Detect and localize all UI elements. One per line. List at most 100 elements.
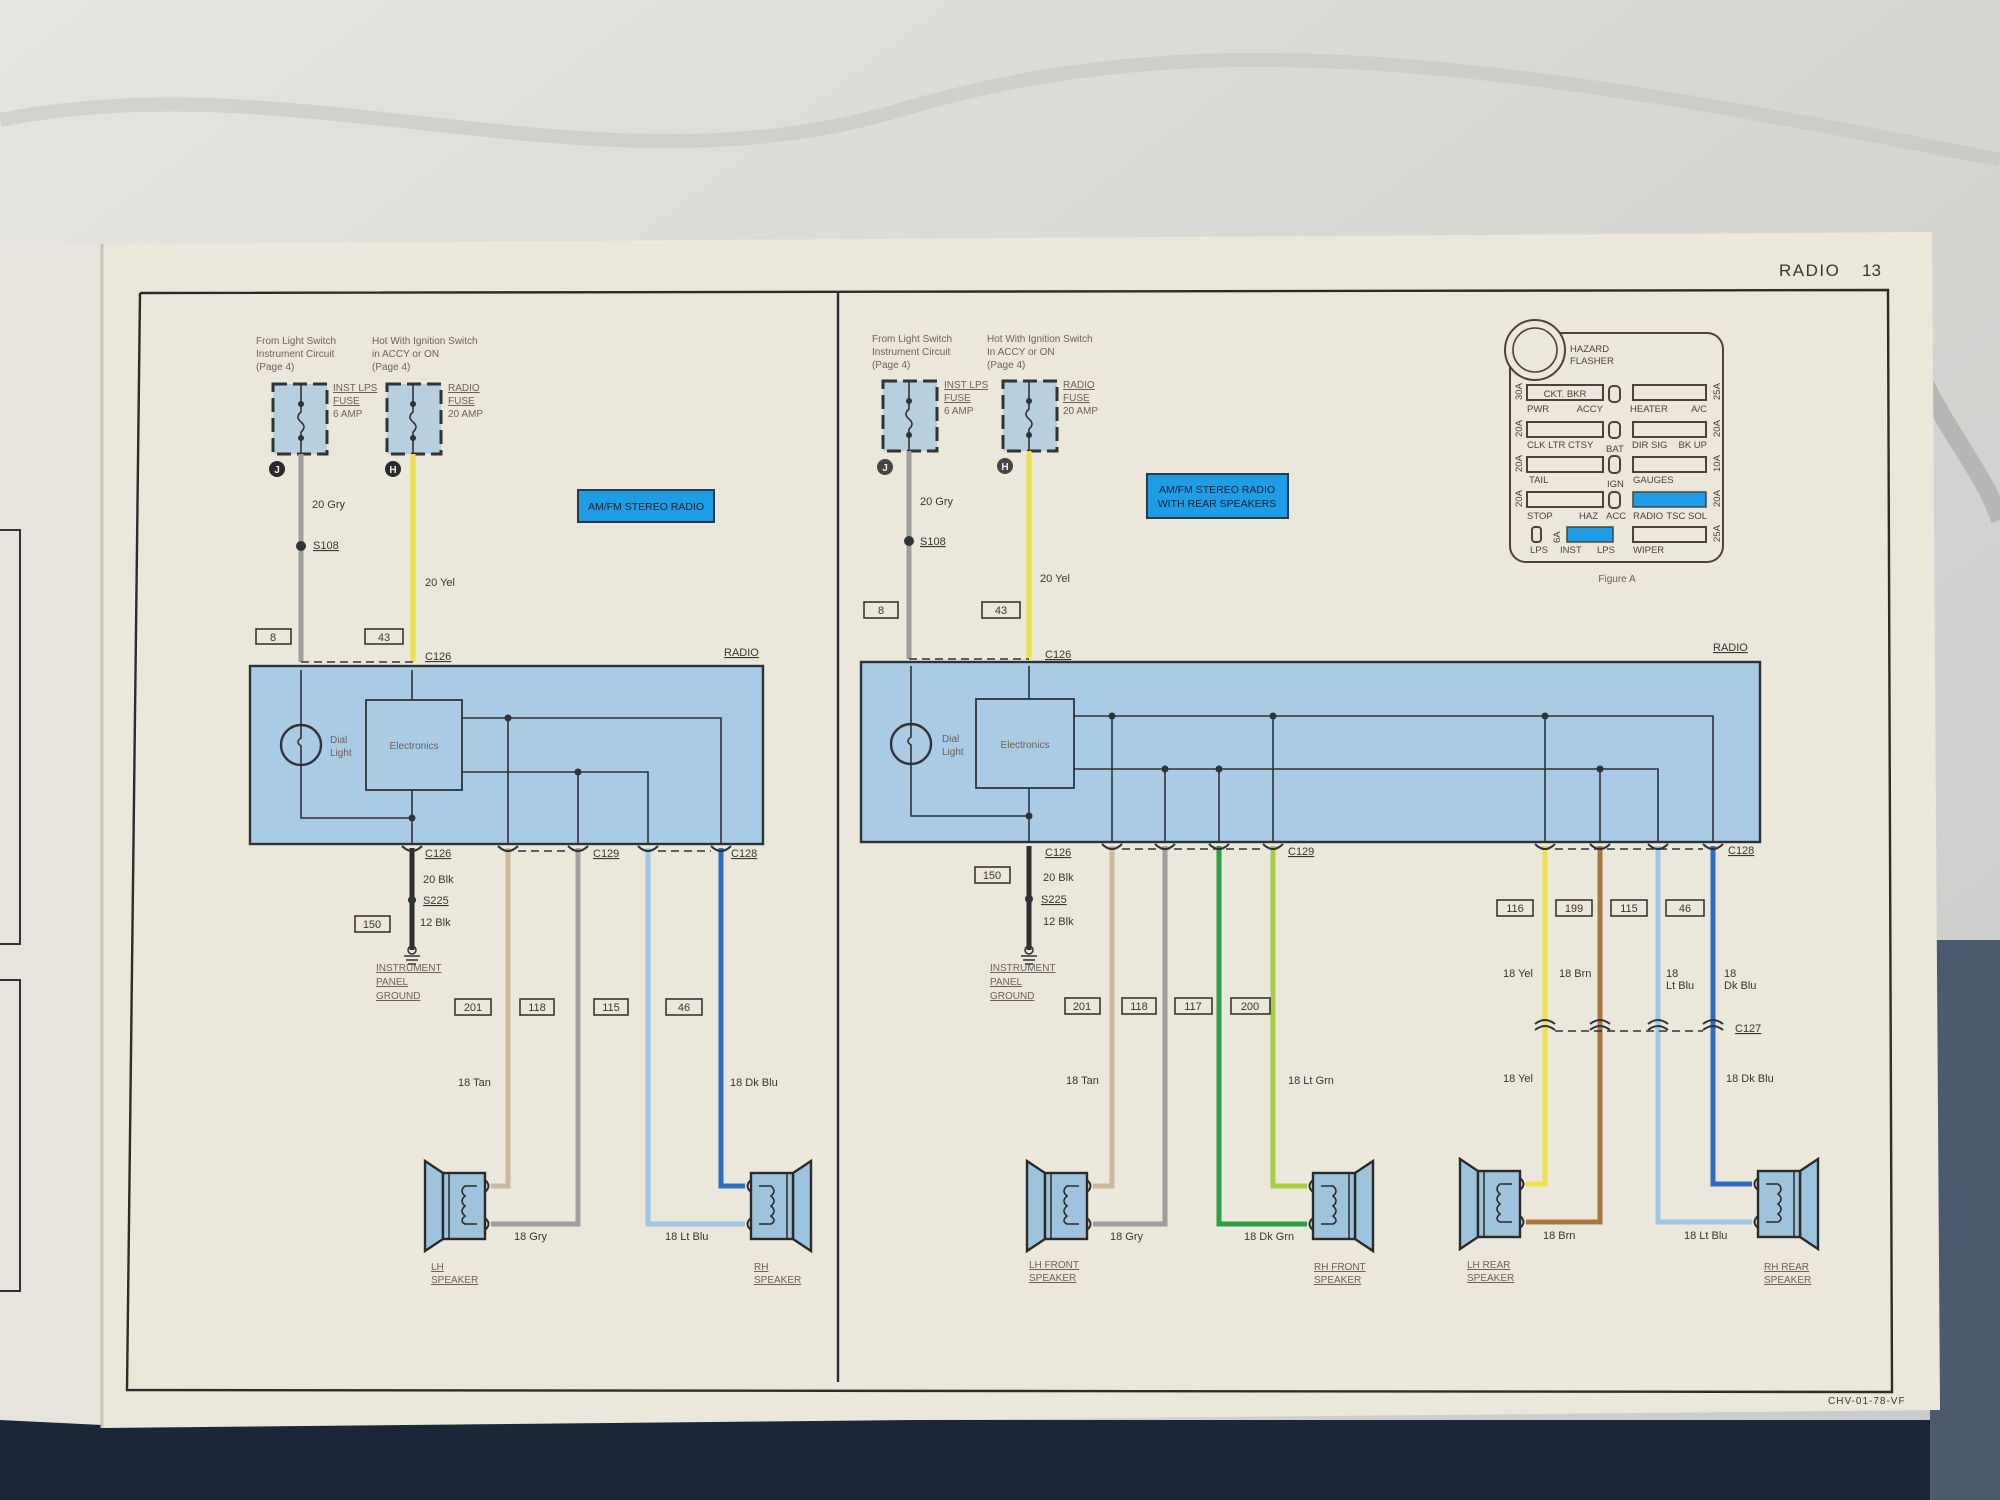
diagram-label: 201	[464, 1002, 482, 1014]
diagram-label: 18 Yel	[1503, 968, 1533, 980]
diagram-label: TAIL	[1529, 475, 1548, 486]
diagram-label: INST LPS	[944, 380, 989, 391]
component-label: RADIO	[724, 647, 759, 659]
diagram-label: CKT. BKR	[1544, 389, 1587, 400]
fuse-rating: 6 AMP	[333, 409, 363, 420]
diagram-label: 46	[678, 1002, 690, 1014]
wire-18-brn	[1526, 846, 1603, 1225]
diagram-label: 18 Yel	[1503, 1073, 1533, 1085]
diagram-label: Instrument Circuit	[872, 347, 951, 358]
diagram-label: GAUGES	[1633, 475, 1674, 486]
diagram-label: INSTRUMENT	[376, 963, 442, 974]
diagram-label: 18 Dk Blu	[1726, 1073, 1774, 1085]
diagram-label: INST	[1560, 545, 1582, 556]
fuse-panel-figure: HAZARD FLASHER CKT. BKR 30A 25A PWR ACCY…	[1504, 319, 1724, 585]
rh-speaker-icon	[746, 1159, 813, 1253]
splice-s108	[296, 541, 306, 551]
radio-fuse-slot-highlighted	[1632, 491, 1707, 508]
diagram-label: 150	[983, 870, 1001, 882]
wire-18-tan	[1093, 846, 1115, 1189]
diagram-label: 18 Tan	[458, 1077, 491, 1089]
wire-label: 20 Yel	[425, 577, 455, 589]
diagram-label: WITH REAR SPEAKERS	[1158, 498, 1276, 510]
diagram-label: 20 Blk	[423, 874, 454, 886]
diagram-label: 46	[1679, 903, 1691, 915]
ground-icon	[404, 955, 420, 965]
rh-front-speaker-icon	[1308, 1159, 1375, 1253]
diagram-label: PANEL	[990, 977, 1022, 988]
diagram-label: SPEAKER	[1314, 1275, 1361, 1286]
source-note-inst: Instrument Circuit	[256, 349, 335, 360]
electronics-block	[975, 698, 1075, 789]
diagram-label: BAT	[1606, 444, 1624, 455]
section-title: RADIO	[1779, 261, 1840, 280]
diagram-label: 18 Dk Blu	[730, 1077, 778, 1089]
lh-speaker-icon	[423, 1159, 490, 1253]
lh-front-speaker-icon	[1025, 1159, 1092, 1253]
source-note-radio: in ACCY or ON	[372, 349, 439, 360]
ground-icon	[1021, 955, 1037, 965]
diagram-label: S225	[1041, 894, 1067, 906]
wire-18-yel	[1526, 846, 1548, 1187]
diagram-label: C126	[1045, 649, 1071, 661]
diagram-label: J	[882, 463, 888, 474]
fuse-rating: 20 AMP	[448, 409, 483, 420]
diagram-label: 18 Brn	[1559, 968, 1591, 980]
diagram-label: Light	[942, 747, 964, 758]
diagram-label: RH	[754, 1262, 768, 1273]
diagram-label: WIPER	[1633, 545, 1664, 556]
diagram-label: J	[274, 465, 280, 476]
diagram-label: C126	[1045, 847, 1071, 859]
diagram-label: CLK LTR CTSY	[1527, 440, 1594, 451]
wire-label: 20 Gry	[312, 499, 346, 511]
diagram-label: 6 AMP	[944, 406, 974, 417]
diagram-label: C127	[1735, 1023, 1761, 1035]
diagram-label: ACC	[1606, 511, 1626, 522]
diagram-label: HAZARD	[1570, 344, 1609, 355]
diagram-label: SPEAKER	[1467, 1273, 1514, 1284]
wire-18-dk-grn	[1216, 846, 1307, 1227]
circuit-number: 8	[270, 632, 276, 644]
figure-caption: Figure A	[1598, 574, 1636, 585]
diagram-label: 18 Tan	[1066, 1075, 1099, 1087]
diagram-label: (Page 4)	[872, 360, 910, 371]
diagram-label: SPEAKER	[1029, 1273, 1076, 1284]
fuse-label: RADIO	[448, 383, 480, 394]
fuse-label: FUSE	[333, 396, 360, 407]
circuit-number: 43	[378, 632, 390, 644]
diagram-label: 20A	[1712, 419, 1723, 437]
fuse-label: FUSE	[448, 396, 475, 407]
diagram-title-box	[1146, 473, 1289, 519]
diagram-label: LPS	[1530, 545, 1548, 556]
diagram-label: FUSE	[944, 393, 971, 404]
diagram-label: 20 Blk	[1043, 872, 1074, 884]
diagram-label: 18 Gry	[1110, 1231, 1144, 1243]
diagram-label: FUSE	[1063, 393, 1090, 404]
diagram-label: A/C	[1691, 404, 1707, 415]
source-note-inst: From Light Switch	[256, 336, 336, 347]
diagram-label: 118	[1130, 1001, 1148, 1013]
diagram-label: 25A	[1712, 524, 1723, 542]
wire-18-dk-blu	[718, 848, 745, 1189]
diagram-label: INSTRUMENT	[990, 963, 1056, 974]
fuse-icon	[409, 384, 417, 454]
outer-frame	[125, 288, 1894, 1394]
diagram-label: LH	[431, 1262, 444, 1273]
diagram-label: 18	[1666, 968, 1678, 980]
diagram-label: ACCY	[1577, 404, 1604, 415]
diagram-label: Dial	[942, 734, 959, 745]
source-note-inst: (Page 4)	[256, 362, 294, 373]
diagram-label: Hot With Ignition Switch	[987, 334, 1093, 345]
right-diagram: From Light Switch Instrument Circuit (Pa…	[859, 334, 1820, 1286]
wire-18-gry	[491, 848, 581, 1227]
diagram-label: H	[389, 465, 396, 476]
diagram-label: H	[1001, 462, 1008, 473]
terminal-j-marker	[269, 461, 285, 477]
diagram-label: TSC SOL	[1666, 511, 1707, 522]
diagram-label: 115	[602, 1002, 620, 1014]
source-note-radio: (Page 4)	[372, 362, 410, 373]
diagram-label: Lt Blu	[1666, 980, 1694, 992]
diagram-label: 201	[1073, 1001, 1091, 1013]
diagram-label: LH FRONT	[1029, 1260, 1079, 1271]
